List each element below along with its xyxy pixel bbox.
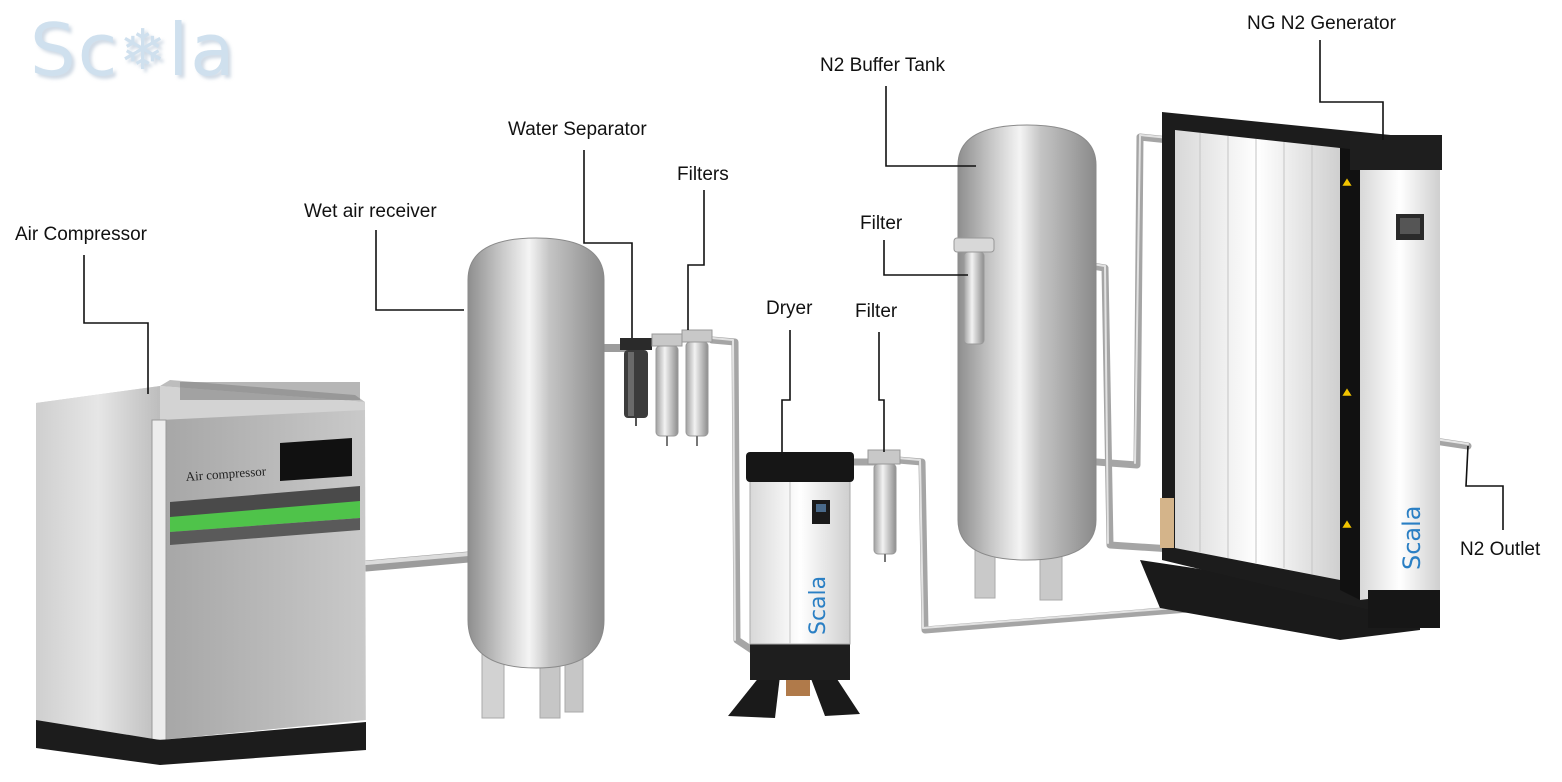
label-dryer: Dryer [766,298,813,319]
leader-water-separator [583,150,633,338]
leader-filter-tank [883,240,968,276]
logo-text-tail: la [168,8,237,92]
label-n2-buffer-tank: N2 Buffer Tank [820,55,945,76]
generator-brand: Scala [1398,505,1426,570]
water-separator-unit [620,338,652,426]
filters-pair [651,329,713,446]
dryer-brand: Scala [806,576,831,635]
label-filter-on-tank: Filter [860,213,903,234]
wet-air-receiver-tank [467,237,605,719]
label-water-separator: Water Separator [508,119,647,140]
leader-air-compressor [83,255,149,394]
pipe-filters-to-dryer [708,336,756,654]
filter-after-dryer [867,449,901,562]
compressor-plate: Air compressor [185,463,267,484]
label-n2-outlet: N2 Outlet [1460,539,1541,560]
leader-dryer [781,330,791,452]
label-filters: Filters [677,164,729,185]
n2-buffer-tank [953,124,1097,601]
ng-n2-generator: Scala [1140,112,1442,640]
leader-filters [687,190,705,330]
compressor-dark-band [170,486,360,518]
scala-logo: Sc❄la [30,14,236,86]
generator-column-lines [1199,133,1313,574]
compressor-green-band [170,501,360,532]
label-air-compressor: Air Compressor [15,224,147,245]
leader-n2-buffer-tank [885,86,976,167]
leader-n2-outlet [1465,445,1504,530]
label-wet-air-receiver: Wet air receiver [304,201,437,222]
leader-ng-n2-generator [1319,40,1384,140]
tank-filter [953,237,995,253]
air-compressor-unit: Air compressor [36,380,366,765]
snowflake-icon: ❄ [119,18,169,83]
dryer-unit: Scala [728,452,860,718]
leader-lines [83,40,1504,530]
logo-text: Sc [30,8,120,92]
pipe-compressor-to-receiver [360,550,486,572]
leader-filter-dryer [878,332,885,452]
label-ng-n2-generator: NG N2 Generator [1247,13,1396,34]
compressor-vent [180,382,360,400]
label-filter-after-dryer: Filter [855,301,898,322]
leader-wet-air-receiver [375,230,464,311]
